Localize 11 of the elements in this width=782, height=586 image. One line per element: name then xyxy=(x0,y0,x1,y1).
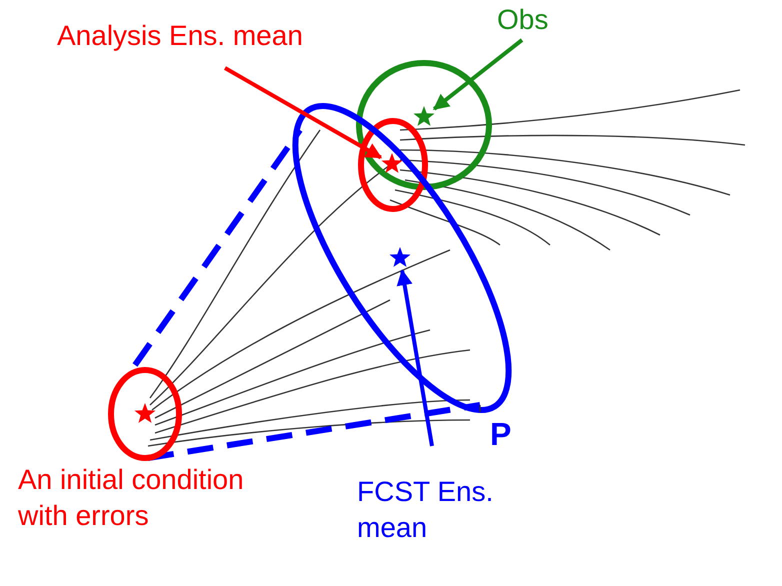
leader-arrow xyxy=(432,38,524,111)
star-icon xyxy=(389,247,411,269)
caption-text: An initial condition with errors xyxy=(18,463,245,534)
callout-label: FCST Ens. mean xyxy=(357,474,507,547)
callout-label: Obs xyxy=(497,2,548,38)
callout-label: Analysis Ens. mean xyxy=(57,18,303,54)
star-icon xyxy=(413,106,435,128)
star-icon xyxy=(381,153,403,175)
leader-arrow xyxy=(396,269,434,446)
axis-letter: P xyxy=(490,415,512,454)
leader-arrow xyxy=(224,66,382,160)
